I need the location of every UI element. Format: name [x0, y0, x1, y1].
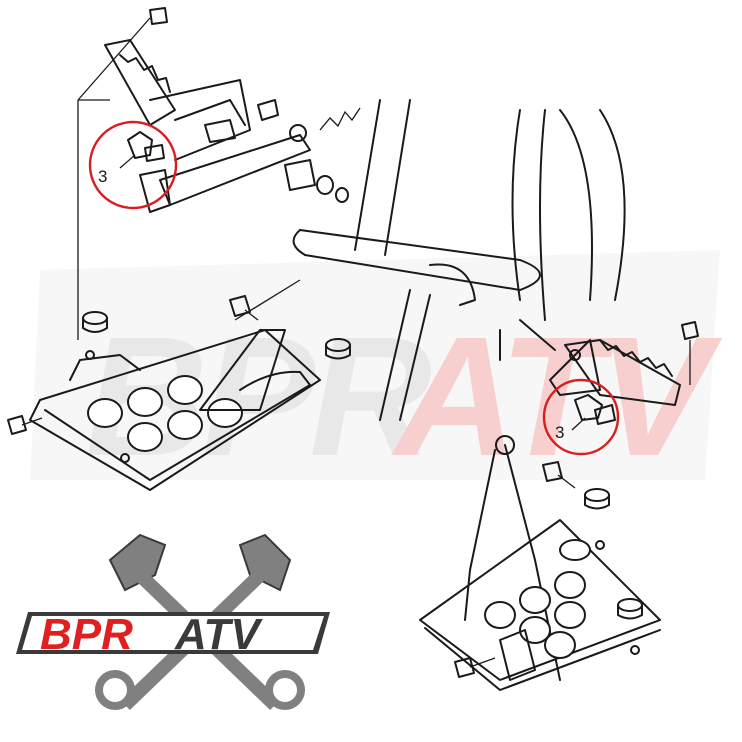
callout-label: 3 — [555, 423, 564, 442]
watermark-atv: ATV — [391, 302, 723, 492]
callout-circle — [88, 120, 178, 210]
crossed-pistons-icon — [95, 533, 305, 711]
logo-text-atv: ATV — [174, 610, 263, 659]
left-heel-guard — [29, 329, 321, 491]
bolt-left-low — [7, 415, 43, 435]
bolt-left-mid — [229, 295, 259, 321]
left-footpeg-assembly — [104, 39, 361, 213]
callout-label: 3 — [98, 167, 107, 186]
callout-bolt-3-top: 3 — [88, 120, 178, 210]
bolt-right-low — [454, 657, 496, 678]
bolt-right-mid — [542, 461, 576, 489]
grommet-right-2 — [617, 598, 643, 620]
grommet-right-1 — [584, 488, 610, 510]
frame-tubes — [292, 99, 626, 421]
callout-circle — [542, 378, 620, 456]
grommet-left-2 — [325, 338, 351, 360]
bprATV-logo: BPR ATV — [16, 533, 330, 711]
grommet-left-1 — [82, 311, 108, 333]
bolt-top — [77, 7, 168, 101]
right-heel-guard — [419, 435, 661, 691]
logo-text-bpr: BPR — [40, 610, 133, 659]
callout-bolt-3-right: 3 — [542, 378, 620, 456]
